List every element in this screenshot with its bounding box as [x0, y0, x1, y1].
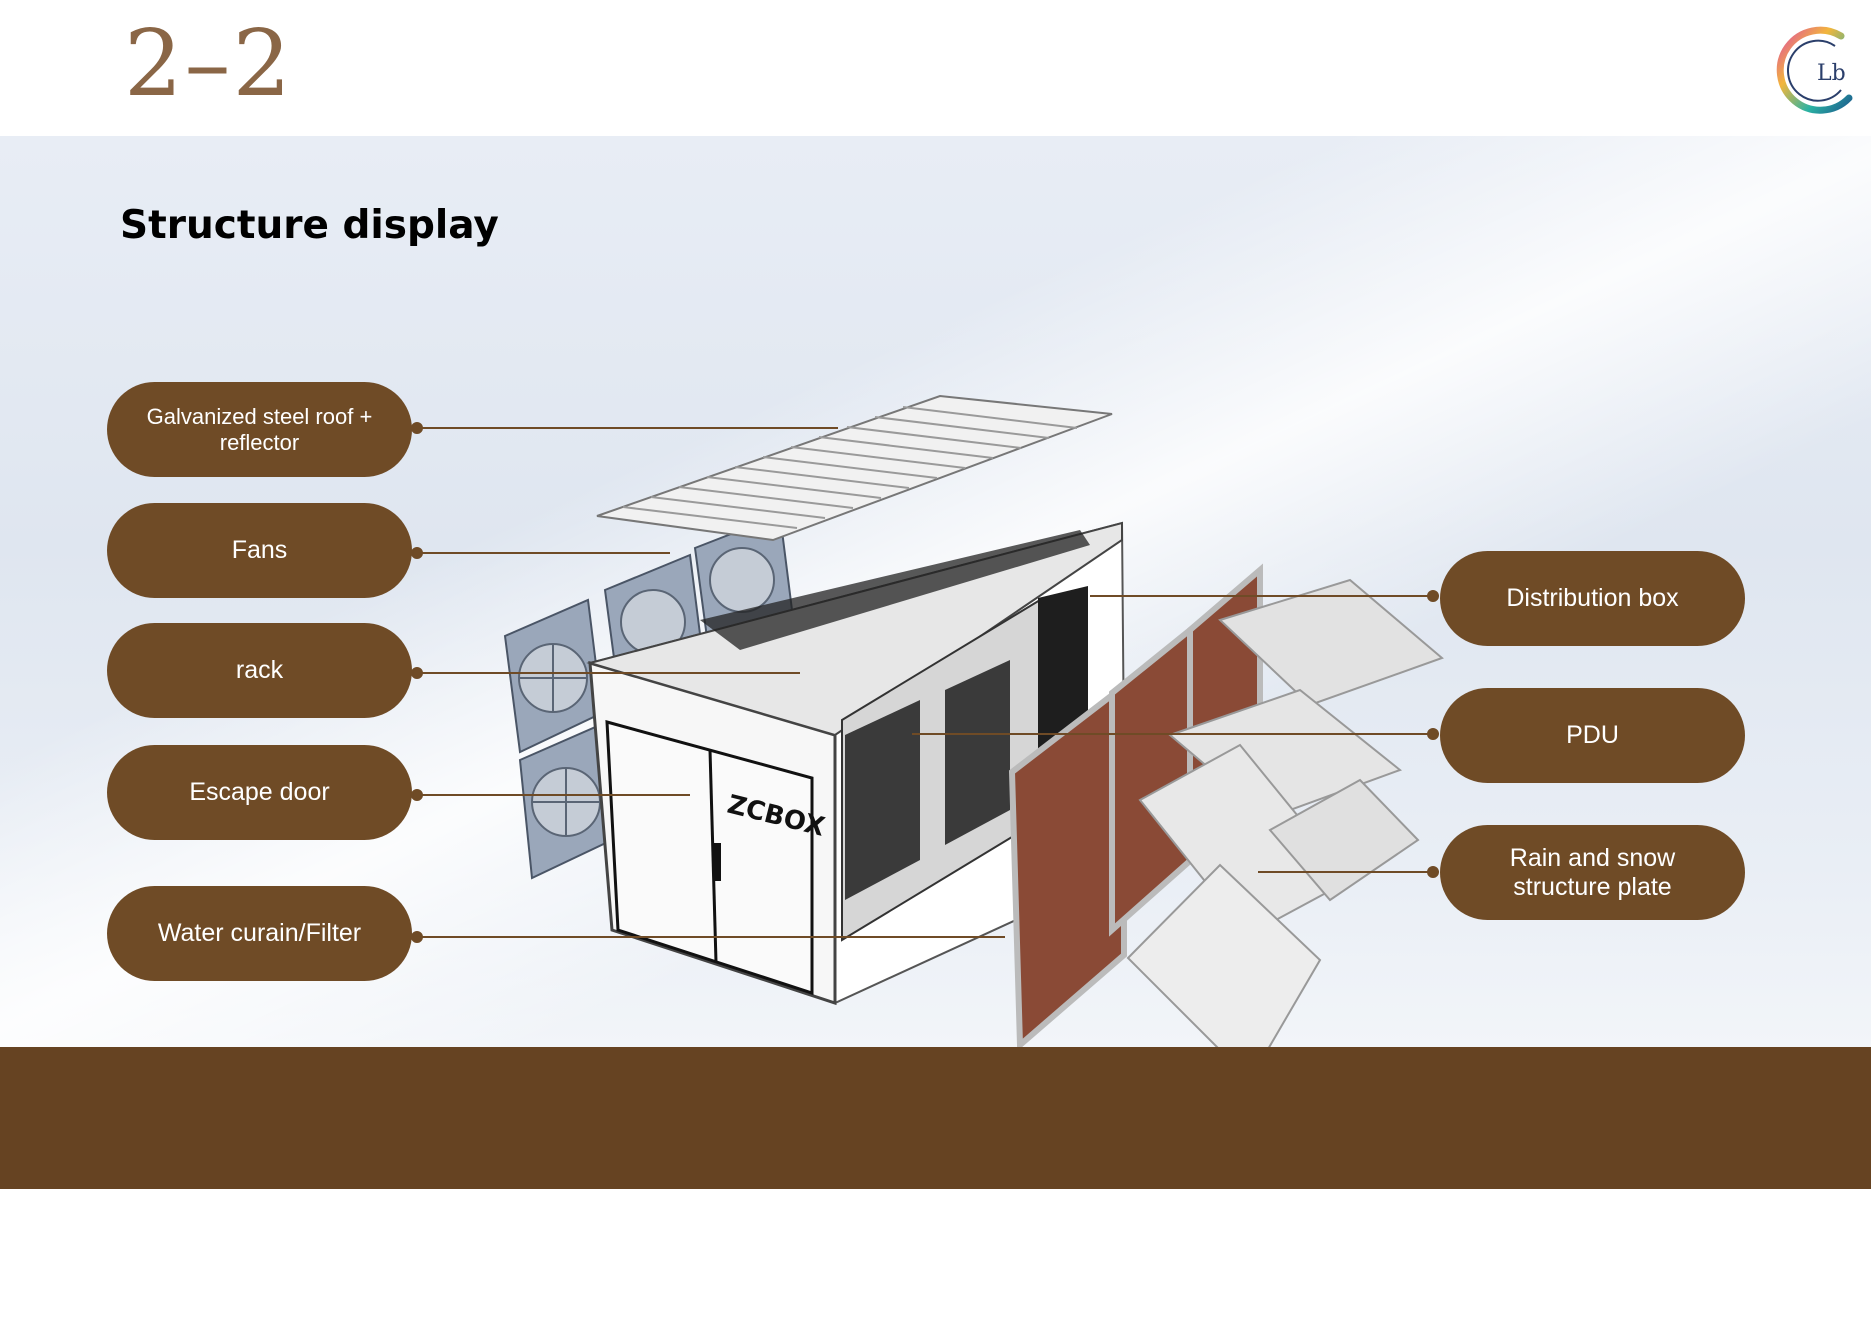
section-title: Structure display	[120, 203, 499, 248]
label-fans: Fans	[107, 503, 412, 598]
logo-text: Lb	[1817, 61, 1846, 86]
label-distribution-box: Distribution box	[1440, 551, 1745, 646]
label-pdu: PDU	[1440, 688, 1745, 783]
company-logo: Lb	[1776, 26, 1853, 114]
page-number: 2–2	[124, 10, 294, 117]
label-galvanized-steel-roof: Galvanized steel roof + reflector	[107, 382, 412, 477]
label-rack: rack	[107, 623, 412, 718]
label-escape-door: Escape door	[107, 745, 412, 840]
label-water-curtain-filter: Water curain/Filter	[107, 886, 412, 981]
footer-band	[0, 1047, 1871, 1189]
label-rain-snow-structure-plate: Rain and snow structure plate	[1440, 825, 1745, 920]
